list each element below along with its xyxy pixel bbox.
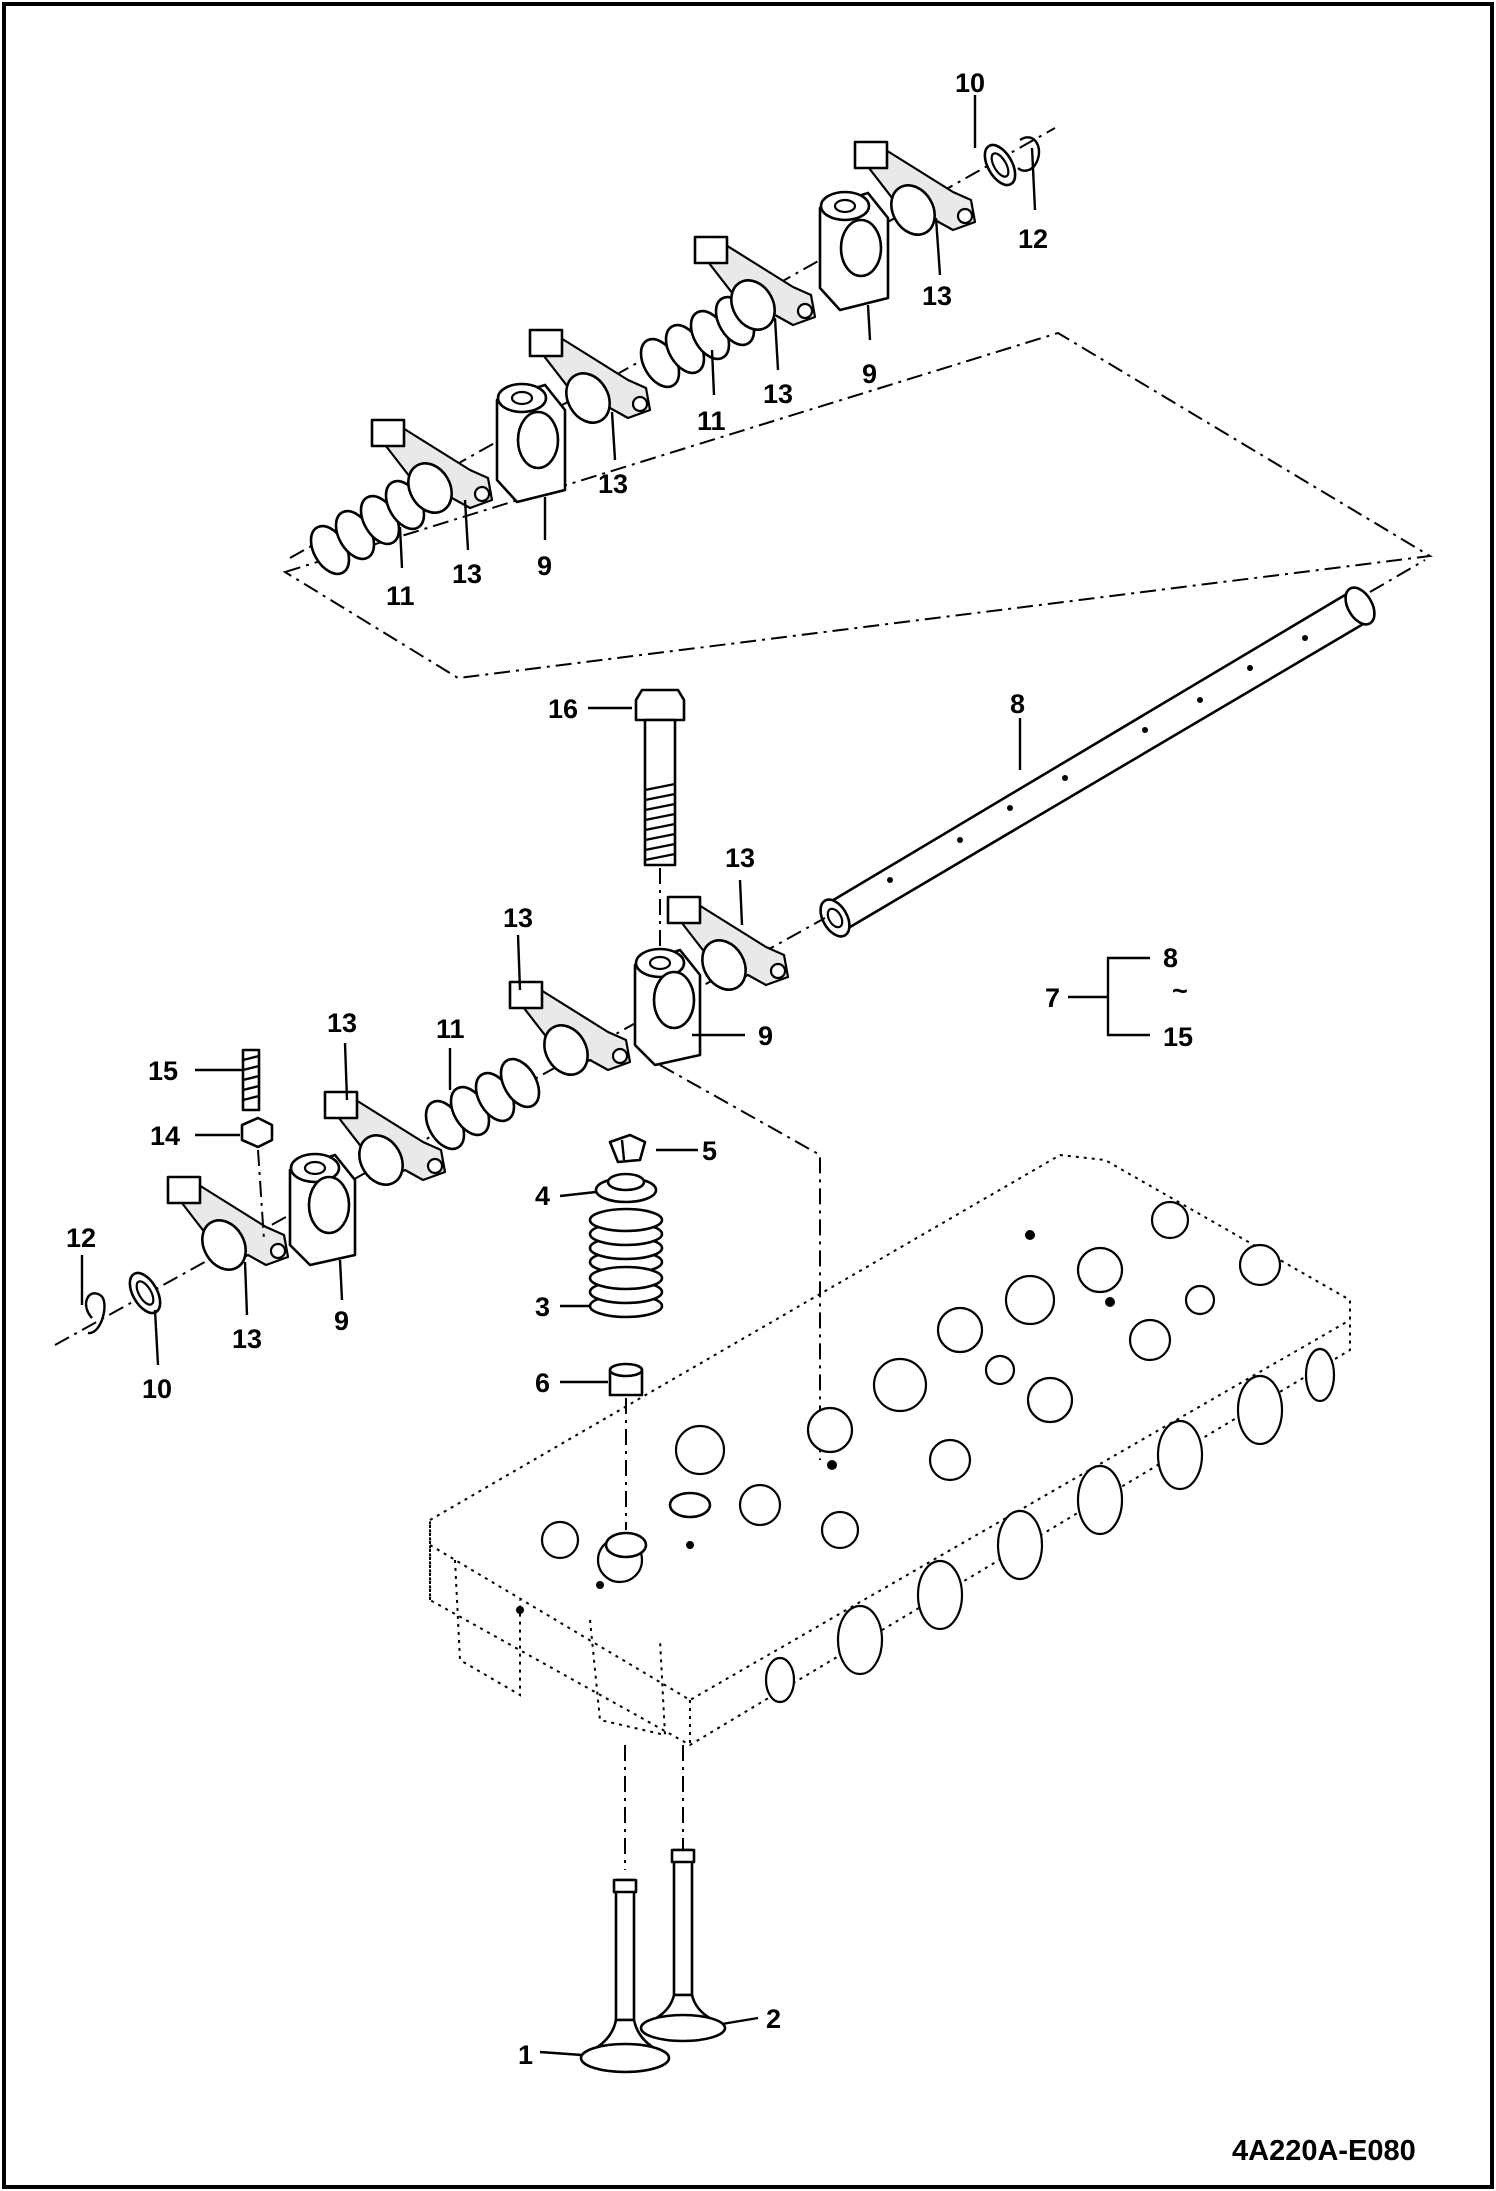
label-13: 13 bbox=[232, 1324, 262, 1354]
label-11: 11 bbox=[436, 1014, 465, 1044]
upper-rocker-arm-3 bbox=[693, 235, 817, 331]
label-3: 3 bbox=[535, 1292, 550, 1322]
label-13: 13 bbox=[503, 903, 533, 933]
valve-stem-seal bbox=[608, 1362, 644, 1397]
label-2: 2 bbox=[766, 2004, 781, 2034]
lower-rocker-arm-4 bbox=[166, 1175, 290, 1271]
lower-rocker-arm-3 bbox=[323, 1090, 447, 1186]
lower-bracket-right bbox=[633, 947, 702, 1067]
leader-lines bbox=[80, 95, 1150, 2057]
label-4: 4 bbox=[535, 1181, 550, 1211]
lower-snap-ring bbox=[84, 1292, 106, 1335]
upper-rocker-arm-1 bbox=[370, 418, 494, 514]
label-8: 8 bbox=[1163, 943, 1178, 973]
label-8: 8 bbox=[1010, 689, 1025, 719]
upper-bracket-left bbox=[495, 382, 567, 504]
label-9: 9 bbox=[758, 1021, 773, 1051]
label-15: 15 bbox=[148, 1056, 178, 1086]
label-16: 16 bbox=[548, 694, 578, 724]
label-1: 1 bbox=[518, 2040, 533, 2070]
bracket-bolt bbox=[634, 688, 686, 867]
screw-axis bbox=[257, 1149, 265, 1241]
label-5: 5 bbox=[702, 1136, 717, 1166]
upper-rocker-arm-4 bbox=[853, 140, 977, 236]
label-13: 13 bbox=[327, 1008, 357, 1038]
label-14: 14 bbox=[150, 1121, 180, 1151]
bracket-to-head-axis bbox=[659, 1064, 821, 1460]
label-11: 11 bbox=[386, 581, 415, 611]
adjusting-screw bbox=[241, 1048, 261, 1112]
callout-labels: 10 12 13 9 13 11 13 9 13 11 16 8 13 13 8… bbox=[66, 68, 1193, 2070]
label-13: 13 bbox=[452, 559, 482, 589]
label-13: 13 bbox=[725, 843, 755, 873]
upper-group-outline bbox=[282, 331, 1433, 680]
upper-bracket-right bbox=[818, 190, 890, 312]
exhaust-valve bbox=[639, 1848, 727, 2043]
label-11: 11 bbox=[697, 406, 726, 436]
lock-nut bbox=[240, 1116, 274, 1149]
lower-rocker-arm-1 bbox=[666, 895, 790, 991]
label-15: 15 bbox=[1163, 1022, 1193, 1052]
rocker-shaft bbox=[819, 586, 1376, 938]
lower-rocker-arm-2 bbox=[508, 980, 632, 1076]
lower-spring bbox=[424, 1057, 541, 1151]
spring-retainer bbox=[594, 1172, 658, 1204]
range-tilde: ~ bbox=[1172, 976, 1188, 1006]
label-13: 13 bbox=[598, 469, 628, 499]
label-10: 10 bbox=[955, 68, 985, 98]
label-10: 10 bbox=[142, 1374, 172, 1404]
label-9: 9 bbox=[862, 359, 877, 389]
upper-snap-ring bbox=[1017, 136, 1041, 172]
valve-collet bbox=[608, 1133, 647, 1164]
shaft-end-axis bbox=[1369, 559, 1426, 593]
upper-rocker-arm-2 bbox=[528, 328, 652, 424]
label-12: 12 bbox=[66, 1223, 96, 1253]
label-9: 9 bbox=[334, 1306, 349, 1336]
label-7: 7 bbox=[1045, 983, 1060, 1013]
label-9: 9 bbox=[537, 551, 552, 581]
lower-bracket-left bbox=[288, 1152, 357, 1267]
cylinder-head bbox=[429, 1153, 1351, 1747]
label-6: 6 bbox=[535, 1368, 550, 1398]
valve-spring bbox=[588, 1207, 664, 1319]
figure-code: 4A220A-E080 bbox=[1232, 2135, 1416, 2167]
label-13: 13 bbox=[922, 281, 952, 311]
upper-spring-left bbox=[309, 479, 426, 576]
intake-valve bbox=[579, 1878, 671, 2074]
label-13: 13 bbox=[763, 379, 793, 409]
label-12: 12 bbox=[1018, 224, 1048, 254]
upper-spring-mid bbox=[639, 295, 756, 389]
